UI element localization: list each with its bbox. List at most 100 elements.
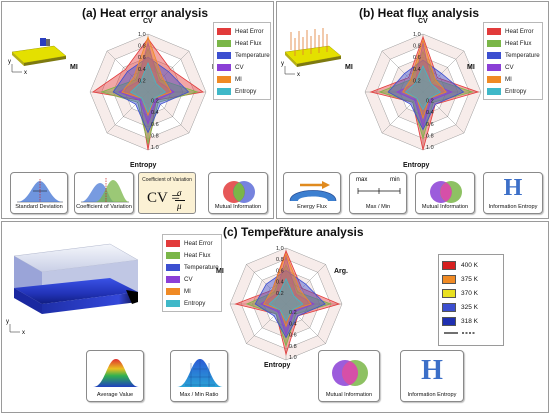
radar-c-right-label: Arg.: [334, 268, 348, 275]
radar-shape: [91, 37, 205, 151]
legend-item: Entropy: [166, 297, 218, 309]
legend-label: Temperature: [235, 51, 270, 59]
radar-tick-label-lower: 0.8: [151, 133, 159, 139]
radar-chart-b: 0.20.20.40.40.60.60.80.81.01.0: [364, 32, 482, 151]
radar-spoke: [422, 91, 465, 134]
radar-tick-label-lower: 0.2: [151, 99, 159, 105]
radar-c-bottom-label: Entropy: [264, 362, 291, 369]
radar-tick-label: 0.8: [138, 44, 146, 50]
radar-b-left-label: MI: [345, 64, 353, 71]
radar-tick-label-lower: 1.0: [289, 355, 297, 361]
legend-item: Heat Flux: [217, 37, 267, 49]
legend-swatch: [217, 75, 231, 83]
radar-tick-label: 1.0: [413, 32, 421, 38]
radar-shape: [129, 61, 167, 114]
legend-swatch: [487, 51, 501, 59]
radar-tick-label: 0.2: [138, 78, 146, 84]
card-energy-flux-label: Energy Flux: [297, 204, 327, 210]
plate-illustration-b: x y: [281, 28, 342, 78]
legend-label: Heat Flux: [184, 251, 211, 259]
card-cv-formula: Coefficient of Variation CV = σ μ: [138, 172, 196, 214]
temperature-swatch: [442, 316, 456, 326]
cv-formula-text: CV =: [147, 190, 180, 206]
radar-tick-label-lower: 0.4: [426, 110, 434, 116]
radar-a-left-label: MI: [70, 64, 78, 71]
legend-item: MI: [166, 285, 218, 297]
radar-a-top-label: CV: [143, 18, 153, 25]
card-standard-deviation: Standard Deviation: [10, 172, 68, 214]
radar-tick-label-lower: 0.6: [151, 122, 159, 128]
temperature-swatch: [442, 260, 456, 270]
temperature-legend-item: 375 K: [442, 272, 500, 286]
radar-shape: [268, 277, 304, 322]
card-energy-flux: Energy Flux: [283, 172, 341, 214]
legend-label: MI: [235, 75, 242, 83]
legend-swatch: [166, 263, 180, 271]
card-average-value: Average Value: [86, 350, 144, 402]
temperature-swatch: [442, 274, 456, 284]
radar-tick-label: 0.4: [138, 67, 146, 73]
panel-c-title: (c) Temperature analysis: [223, 225, 364, 239]
radar-tick-label: 0.6: [138, 55, 146, 61]
legend-label: Entropy: [235, 87, 257, 95]
legend-swatch: [487, 63, 501, 71]
temperature-swatch: [442, 288, 456, 298]
radar-chart-c: 0.20.20.40.40.60.60.80.81.01.0: [229, 246, 343, 361]
radar-tick-label-lower: 0.2: [289, 310, 297, 316]
radar-shape: [395, 42, 454, 129]
entropy-h-icon-c: H: [421, 355, 443, 386]
legend-item: MI: [217, 73, 267, 85]
radar-tick-label: 0.2: [413, 78, 421, 84]
legend-label: Entropy: [505, 87, 527, 95]
legend-swatch: [166, 239, 180, 247]
temperature-legend-item: 325 K: [442, 300, 500, 314]
legend-swatch: [487, 27, 501, 35]
radar-shape: [245, 263, 333, 348]
card-average-value-label: Average Value: [96, 392, 134, 398]
card-max-min: max min Max / Min: [349, 172, 407, 214]
temperature-label: 375 K: [461, 275, 478, 283]
radar-tick-label: 0.6: [276, 268, 284, 274]
card-coefficient-of-variation: Coefficient of Variation: [74, 172, 134, 214]
panel-a-title: (a) Heat error analysis: [82, 6, 209, 20]
temperature-box-illustration: x y: [6, 243, 139, 336]
radar-shape: [387, 59, 465, 131]
radar-tick-label-lower: 0.6: [426, 122, 434, 128]
radar-shape: [254, 269, 326, 339]
card-mutual-information-b-label: Mutual Information: [421, 204, 469, 210]
card-coefficient-of-variation-label: Coefficient of Variation: [76, 204, 132, 210]
radar-tick-label: 1.0: [276, 246, 284, 252]
legend-label: Heat Error: [184, 239, 213, 247]
legend-swatch: [217, 63, 231, 71]
card-information-entropy-c-label: Information Entropy: [407, 392, 457, 398]
cv-formula-title: Coefficient of Variation: [142, 177, 192, 183]
legend-item: Temperature: [487, 49, 540, 61]
radar-shape: [100, 47, 199, 145]
radar-shape: [378, 50, 474, 140]
legend-swatch: [166, 287, 180, 295]
temperature-label: 325 K: [461, 303, 478, 311]
legend-item: CV: [487, 61, 539, 73]
radar-tick-label: 0.4: [276, 280, 284, 286]
temperature-legend-item: 400 K: [442, 258, 500, 272]
legend-label: Entropy: [184, 299, 206, 307]
legend-item: CV: [166, 273, 218, 285]
legend-swatch: [217, 87, 231, 95]
temperature-legend-item: 370 K: [442, 286, 500, 300]
radar-spoke: [147, 91, 190, 134]
legend-label: Temperature: [184, 263, 219, 271]
radar-tick-label: 1.0: [138, 32, 146, 38]
cv-formula-bar: [175, 200, 185, 201]
radar-shape: [259, 254, 315, 337]
radar-b-bottom-label: Entropy: [403, 162, 430, 169]
card-max-min-ratio: Max / Min Ratio: [170, 350, 228, 402]
card-mutual-information-c: Mutual Information: [318, 350, 380, 402]
radar-spoke: [381, 50, 424, 93]
legend-item: Entropy: [217, 85, 267, 97]
radar-shape: [112, 56, 190, 134]
temperature-legend: 400 K 375 K 370 K 325 K 318 K: [438, 254, 504, 346]
card-min-label: min: [390, 177, 400, 183]
radar-tick-label-lower: 1.0: [426, 145, 434, 151]
temperature-legend-item: 318 K: [442, 314, 500, 328]
